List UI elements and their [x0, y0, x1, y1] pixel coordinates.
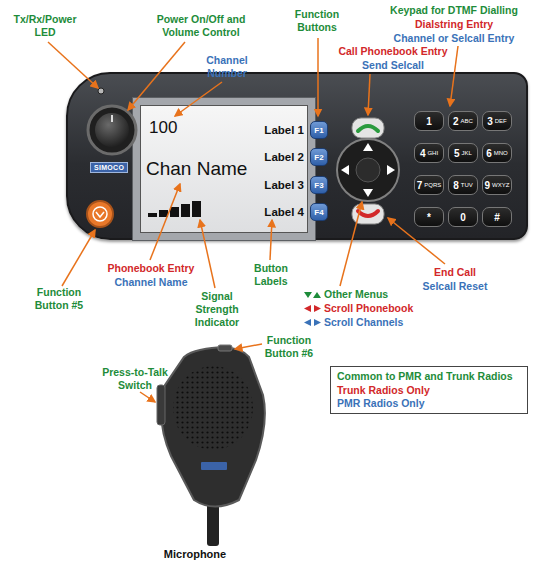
scroll-arrow-symbol	[304, 305, 311, 312]
keypad-key: 9WXYZ	[482, 175, 512, 195]
function-button: F4	[310, 203, 328, 221]
callout-text: End Call	[410, 266, 500, 279]
scroll-arrow-symbol	[314, 305, 321, 312]
keypad-key: 7PQRS	[414, 175, 444, 195]
legend-box: Common to PMR and Trunk RadiosTrunk Radi…	[330, 366, 528, 414]
callout-text: Button Labels	[244, 262, 298, 288]
lcd-screen: 100Chan Name Label 1 Label 2 Label 3 Label 4	[140, 105, 308, 233]
keypad-key: #	[482, 207, 512, 227]
menu-arrow-symbol	[313, 292, 321, 298]
key-digit: 8	[453, 180, 459, 191]
key-digit: #	[494, 212, 500, 223]
callout-text: Channel or Selcall Entry	[372, 32, 536, 45]
callout-text: Channel Number	[198, 54, 256, 80]
callout-text: Function Buttons	[284, 8, 350, 34]
callout-text: Power On/Off and Volume Control	[145, 13, 257, 39]
keypad-key: 8TUV	[448, 175, 478, 195]
callout-text: Keypad for DTMF Dialling	[372, 4, 536, 17]
leader-line	[235, 344, 262, 349]
key-digit: 7	[417, 180, 423, 191]
legend-item: PMR Radios Only	[337, 397, 521, 411]
button-label: Label 4	[264, 206, 304, 218]
microphone-badge	[201, 462, 227, 470]
keypad-key: 4GHI	[414, 143, 444, 163]
key-digit: 5	[454, 148, 460, 159]
key-letters: GHI	[427, 150, 438, 156]
key-letters: WXYZ	[492, 182, 509, 188]
callout-text: Signal Strength Indicator	[188, 290, 246, 329]
keypad-key: 1	[414, 111, 444, 131]
callout-text: Other Menus	[324, 288, 434, 301]
key-digit: 6	[486, 148, 492, 159]
key-digit: 0	[460, 212, 466, 223]
callout-text: Scroll Phonebook	[324, 302, 434, 315]
button-caption: F3	[314, 181, 323, 190]
leader-line	[62, 230, 95, 286]
keypad-key: 5JKL	[448, 143, 478, 163]
key-letters: DEF	[495, 118, 507, 124]
key-digit: 4	[420, 148, 426, 159]
keypad-key: 0	[448, 207, 478, 227]
key-digit: 3	[487, 116, 493, 127]
callout-text: Function Button #6	[258, 334, 320, 360]
key-letters: JKL	[462, 150, 472, 156]
function-button: F2	[310, 148, 328, 166]
function-button: F1	[310, 121, 328, 139]
part-caption: Microphone	[150, 548, 240, 561]
callout-text: Scroll Channels	[324, 316, 434, 329]
callout-text: Call Phonebook Entry	[318, 45, 468, 58]
menu-arrow-symbol	[304, 292, 312, 298]
callout-text: Channel Name	[96, 276, 206, 289]
function-button-6	[218, 345, 232, 351]
button-caption: F4	[314, 208, 323, 217]
key-digit: 1	[426, 116, 432, 127]
button-label: Label 3	[264, 179, 304, 191]
callout-text: Send Selcall	[318, 59, 468, 72]
button-label: Label 1	[264, 124, 304, 136]
keypad-key: 3DEF	[482, 111, 512, 131]
legend-item: Trunk Radios Only	[337, 384, 521, 398]
button-caption: F1	[314, 126, 323, 135]
brand-logo: SIMOCO	[90, 162, 128, 173]
microphone	[157, 345, 265, 546]
callout-text: Selcall Reset	[410, 280, 500, 293]
microphone-grille	[173, 366, 253, 450]
scroll-arrow-symbol	[304, 319, 311, 326]
channel-number: 100	[149, 118, 177, 138]
keypad-key: 2ABC	[448, 111, 478, 131]
keypad-key: 6MNO	[482, 143, 512, 163]
key-letters: ABC	[461, 118, 473, 124]
legend-item: Common to PMR and Trunk Radios	[337, 370, 521, 384]
microphone-body	[161, 347, 265, 506]
radio-front-panel: SIMOCO 100Chan Name Label 1 Label 2 Label 3 L…	[66, 72, 528, 240]
keypad-key: *	[414, 207, 444, 227]
leader-line	[140, 392, 155, 402]
function-button: F3	[310, 176, 328, 194]
key-letters: PQRS	[424, 182, 441, 188]
callout-text: Function Button #5	[24, 286, 94, 312]
button-caption: F2	[314, 153, 323, 162]
callout-text: Press-to-Talk Switch	[92, 366, 178, 392]
key-digit: *	[427, 212, 431, 223]
ptt-switch	[157, 385, 165, 425]
callout-text: Dialstring Entry	[372, 18, 536, 31]
key-letters: TUV	[461, 182, 473, 188]
key-digit: 9	[485, 180, 491, 191]
key-digit: 2	[453, 116, 459, 127]
callout-text: Phonebook Entry	[96, 262, 206, 275]
callout-text: Tx/Rx/Power LED	[8, 13, 82, 39]
channel-name: Chan Name	[146, 158, 247, 180]
microphone-cable	[207, 500, 219, 546]
scroll-arrow-symbol	[314, 319, 321, 326]
key-letters: MNO	[494, 150, 508, 156]
button-label: Label 2	[264, 151, 304, 163]
